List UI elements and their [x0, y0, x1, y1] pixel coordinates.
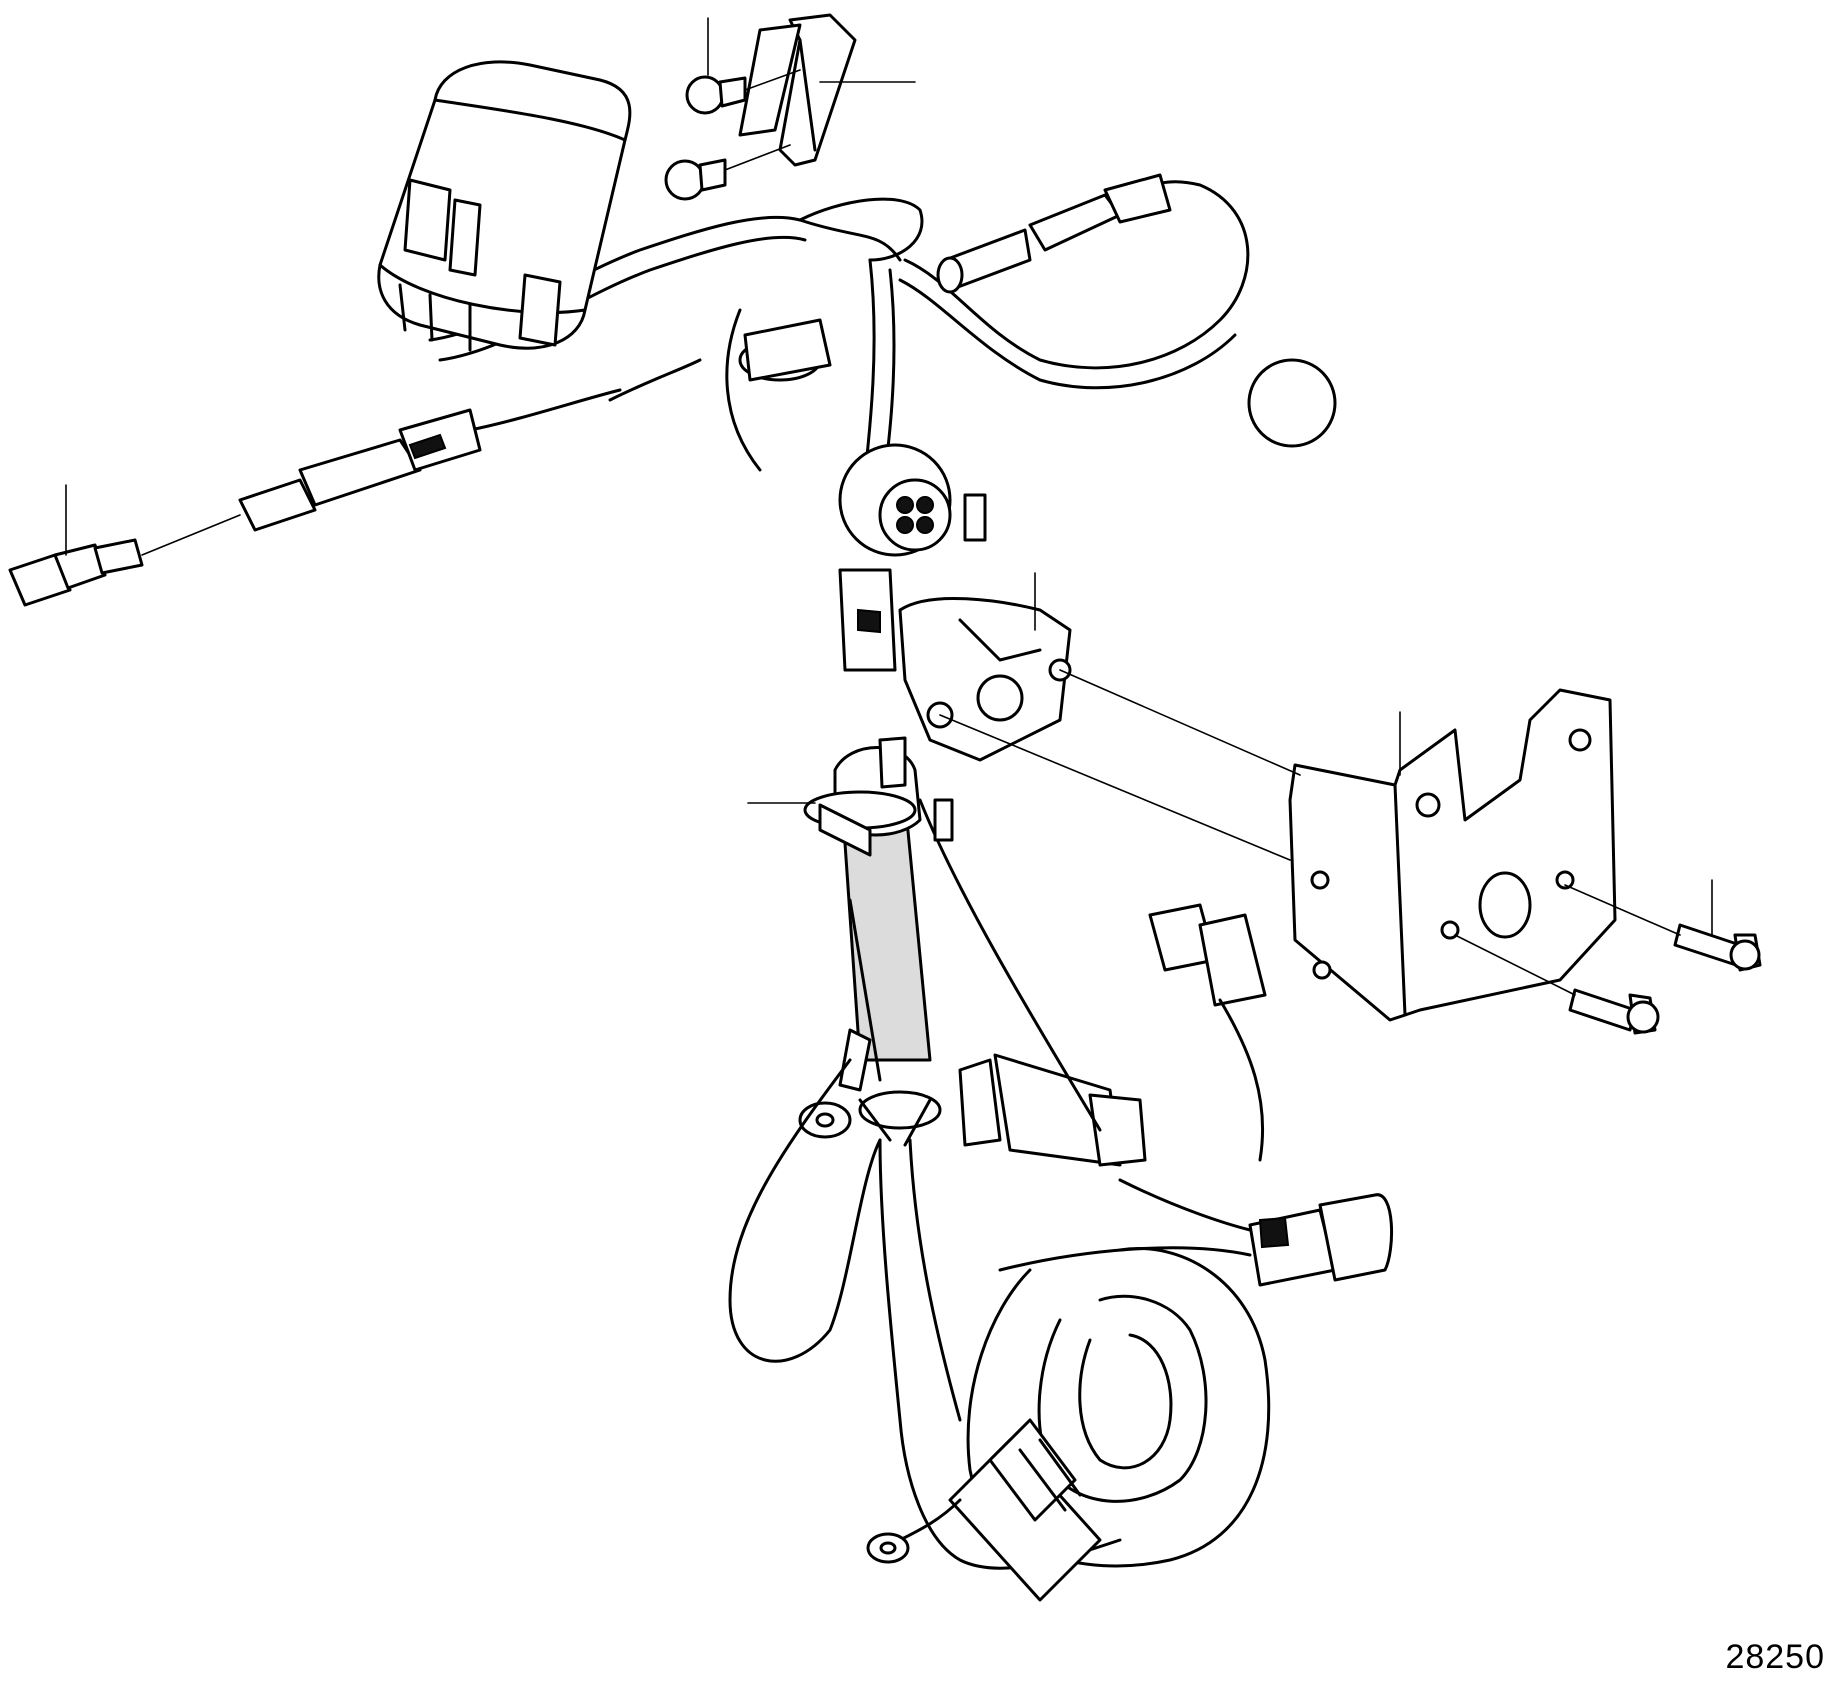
grommet-plug: [1247, 358, 1337, 448]
callout-leaders: [65, 17, 1713, 936]
flat-connector: [1148, 903, 1267, 1162]
inline-connector-1: [878, 736, 907, 789]
relay-box: [377, 60, 632, 352]
ring-terminal-upper: [798, 1028, 872, 1139]
assembly-guide-lines: [939, 669, 1681, 996]
connector-left: [238, 408, 482, 532]
wide-connector: [958, 1053, 1147, 1167]
bolt-lower: [1568, 988, 1660, 1035]
top-bracket: [738, 13, 857, 167]
bolt-upper: [1673, 923, 1762, 972]
mounting-bracket: [1288, 688, 1617, 1022]
plug-connector-right: [1248, 1193, 1393, 1287]
figure-number: 28250: [1725, 1638, 1825, 1676]
inline-connector-2: [933, 798, 954, 842]
bottom-connector-block: [948, 1418, 1102, 1602]
sensor-housing: [838, 568, 1072, 762]
ring-terminal-bottom: [866, 1498, 962, 1564]
connector-top-right: [936, 173, 1172, 294]
screw-top-1: [685, 69, 801, 115]
cable-tie: [803, 790, 917, 857]
screw-top-2: [664, 144, 791, 201]
sensor-pin-left: [8, 514, 241, 607]
round-connector: [738, 318, 987, 557]
